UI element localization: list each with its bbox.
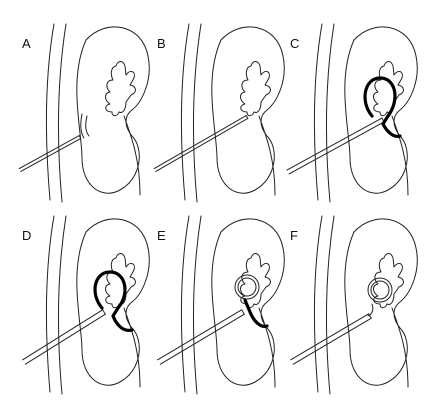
guidewire-tail	[243, 298, 269, 328]
skin-inner-line	[193, 215, 202, 395]
kidney-outline	[211, 218, 285, 386]
tissue-compression-mark	[80, 113, 85, 139]
skin-inner-line	[58, 215, 67, 395]
panel-a: A	[18, 23, 150, 203]
renal-collecting-system	[105, 61, 136, 117]
ureter-line	[123, 307, 141, 388]
ureter-line	[258, 115, 276, 196]
skin-outer-line	[314, 215, 323, 393]
skin-inner-line	[326, 215, 335, 395]
guidewire-loop	[93, 270, 134, 332]
ureter-line	[391, 115, 409, 196]
panel-label: A	[22, 36, 31, 51]
skin-outer-line	[181, 23, 190, 201]
catheter	[157, 309, 245, 365]
ureter-line	[391, 307, 409, 388]
catheter-loop-outer	[234, 274, 260, 300]
kidney-outline	[344, 218, 418, 386]
panel-e: E	[157, 215, 285, 395]
skin-outer-line	[181, 215, 190, 393]
renal-collecting-system	[240, 253, 271, 309]
skin-inner-line	[326, 23, 335, 203]
renal-collecting-system	[373, 253, 404, 309]
panel-label: E	[157, 228, 166, 243]
panel-label: D	[22, 228, 31, 243]
panel-c: C	[286, 23, 418, 203]
catheter	[22, 309, 106, 365]
panel-b: B	[153, 23, 285, 203]
renal-collecting-system	[105, 253, 136, 309]
panel-label: F	[290, 228, 298, 243]
catheter	[290, 313, 372, 365]
renal-collecting-system	[240, 61, 271, 117]
renal-collecting-system	[373, 61, 404, 117]
kidney-outline	[76, 26, 150, 194]
skin-outer-line	[46, 215, 55, 393]
panel-d: D	[22, 215, 150, 395]
skin-outer-line	[46, 23, 55, 201]
catheter-coil-inner	[370, 280, 390, 300]
kidney-outline	[211, 26, 285, 194]
panel-f: F	[290, 215, 418, 395]
needle-sheath	[286, 117, 385, 175]
skin-inner-line	[193, 23, 202, 203]
catheter-coil-outer	[367, 277, 393, 303]
catheter-coil-neck	[367, 303, 374, 317]
needle	[153, 115, 249, 172]
needle	[18, 135, 82, 172]
guidewire-loop	[363, 76, 402, 138]
panel-label: C	[290, 36, 299, 51]
skin-outer-line	[314, 23, 323, 201]
ureter-line	[258, 307, 276, 388]
ureter-line	[123, 115, 141, 196]
kidney-outline	[344, 26, 418, 194]
skin-inner-line	[58, 23, 67, 203]
kidney-outline	[76, 218, 150, 386]
catheter-loop-inner	[237, 277, 257, 297]
tissue-compression-mark	[85, 115, 90, 137]
panel-label: B	[157, 36, 166, 51]
